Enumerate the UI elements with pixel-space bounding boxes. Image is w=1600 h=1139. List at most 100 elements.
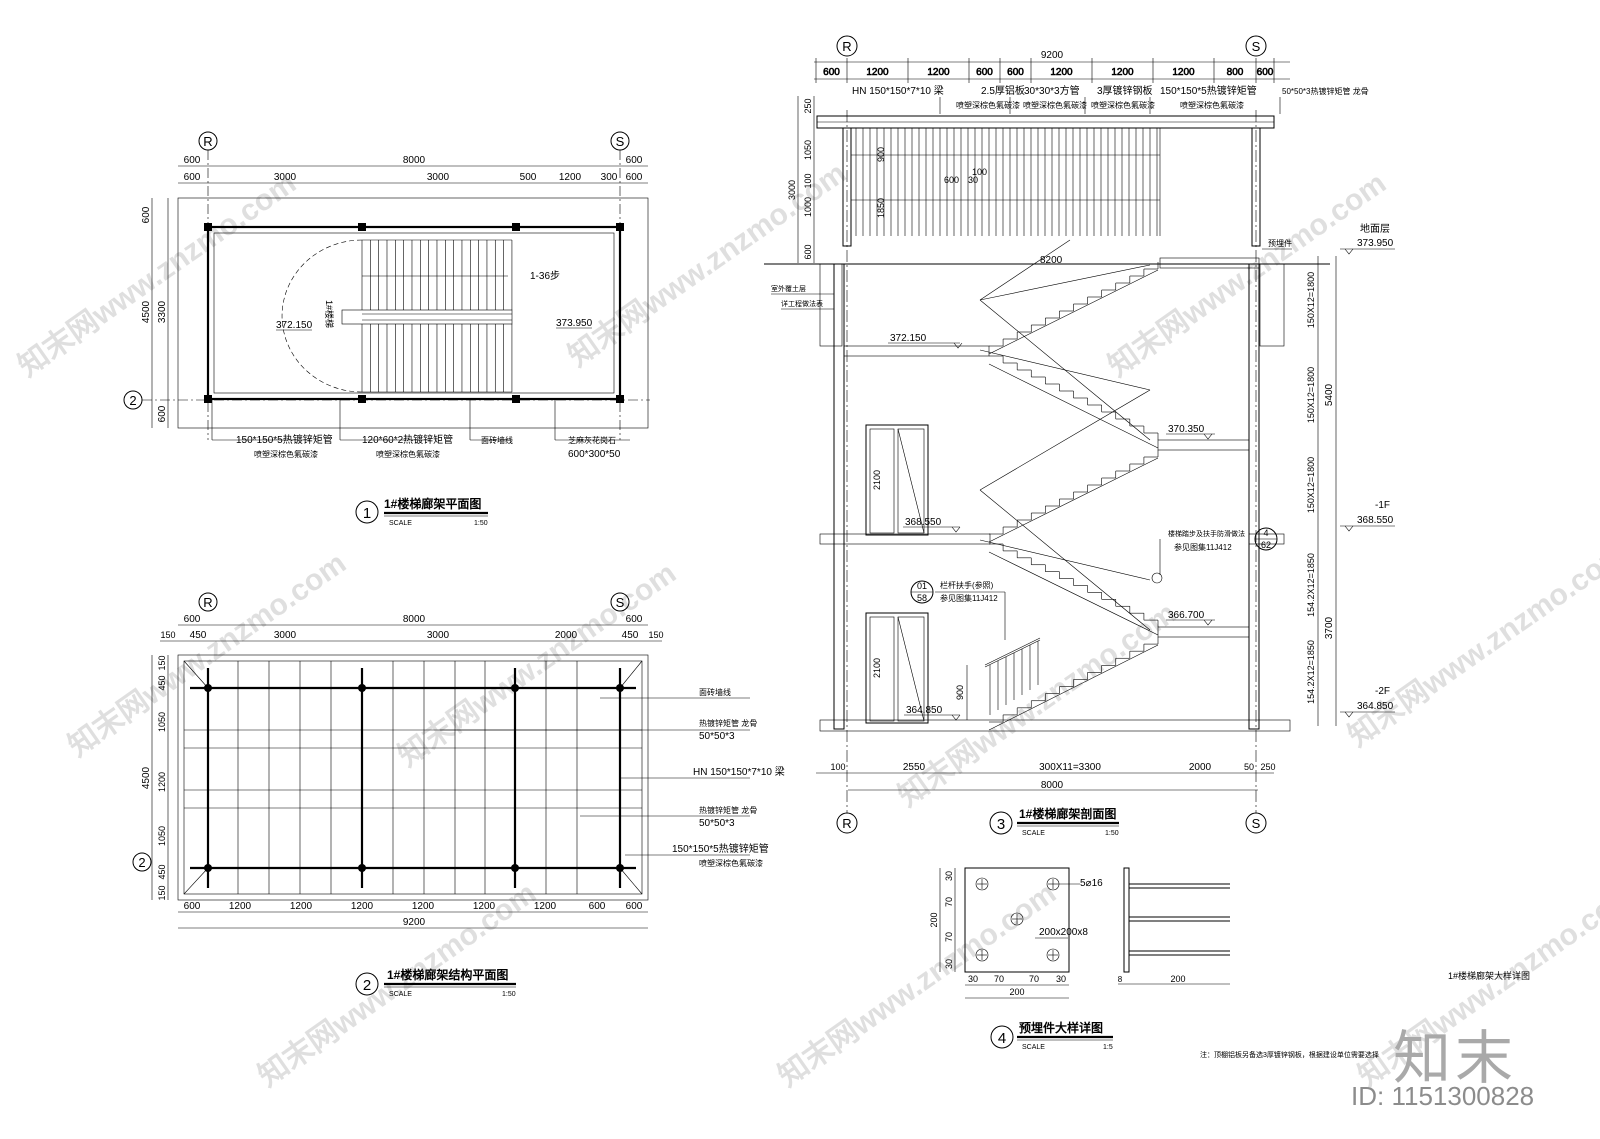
callout-text: 30*30*3方管 <box>1024 84 1080 97</box>
callout-text: 150*150*5热镀锌矩管 <box>672 842 769 855</box>
brand-logo: 知末 <box>1393 1024 1518 1092</box>
soil-note: 详工程做法表 <box>781 299 823 308</box>
dim-text: 300X11=3300 <box>1039 762 1101 773</box>
grid-bubble-s: S <box>1252 39 1261 54</box>
dim-text: 900 <box>876 147 886 162</box>
dim-text: 1200 <box>157 772 167 792</box>
dim-text: 100 <box>803 173 813 188</box>
dim-text: 2550 <box>903 762 926 773</box>
dim-text: 600 <box>184 172 201 183</box>
dim-text: 1200 <box>290 901 313 912</box>
dim-text: 500 <box>520 172 537 183</box>
dim-text: 600 <box>184 155 201 166</box>
dim-text: 3300 <box>157 300 168 323</box>
dim-text: 3000 <box>427 630 450 641</box>
drawing-number: 3 <box>997 816 1005 833</box>
drawing-title: 1#楼梯廊架剖面图 <box>1019 806 1116 821</box>
dim-text: 154.2X12=1850 <box>1306 640 1316 704</box>
dim-text: 50 <box>1244 762 1254 772</box>
image-id: ID: 1151300828 <box>1351 1081 1535 1111</box>
detail-ref: 01 <box>917 581 927 591</box>
bolt-label: 5⌀16 <box>1080 878 1103 889</box>
level-name: -2F <box>1375 686 1390 697</box>
drawing-number: 4 <box>998 1030 1006 1047</box>
dim-text: 2000 <box>555 630 578 641</box>
level-label: 372.150 <box>890 333 927 344</box>
callout-text: HN 150*150*7*10 梁 <box>693 765 785 778</box>
dim-text: 1000 <box>803 197 813 217</box>
callout-text: 50*50*3 <box>699 731 735 742</box>
dim-text: 1050 <box>803 140 813 160</box>
dim-text: 600 <box>184 901 201 912</box>
dim-text: 100 <box>972 167 987 177</box>
callout-text: 喷塑深棕色氟碳漆 <box>1091 100 1155 110</box>
callout-text: 参见图集11J412 <box>940 593 998 603</box>
callout-text: 喷塑深棕色氟碳漆 <box>699 858 763 868</box>
dim-text: 1200 <box>559 172 582 183</box>
detail-ref: 58 <box>917 593 927 603</box>
dim-text: 600 <box>626 614 643 625</box>
scale-value: 1:50 <box>502 991 516 998</box>
dim-text: 100 <box>830 762 845 772</box>
dim-text: 8000 <box>1041 780 1064 791</box>
dim-text: 1200 <box>473 901 496 912</box>
callout-text: 50*50*3 <box>699 818 735 829</box>
level-label: 372.150 <box>276 320 313 331</box>
level-label: 368.550 <box>1357 515 1394 526</box>
dim-text: 30 <box>1056 974 1066 984</box>
grid-bubble-2: 2 <box>138 855 145 870</box>
callout-text: 喷塑深棕色氟碳漆 <box>254 449 318 459</box>
callout-text: 600*300*50 <box>568 449 621 460</box>
dim-text: 900 <box>955 685 965 700</box>
dim-text: 600 <box>157 405 168 422</box>
dim-text: 4500 <box>141 300 152 323</box>
dim-text: 2000 <box>1189 762 1212 773</box>
general-note: 注：顶棚铝板另备选3厚镀锌钢板，根据建设单位需要选择 <box>1200 1050 1379 1059</box>
callout-text: 50*50*3热镀锌矩管 龙骨 <box>1282 86 1369 96</box>
dim-text: 1200 <box>412 901 435 912</box>
dim-text: 1050 <box>157 712 167 732</box>
scale-label: SCALE <box>389 991 412 998</box>
dim-text: 600 <box>141 206 152 223</box>
dim-text: 70 <box>994 974 1004 984</box>
callout-text: 喷塑深棕色氟碳漆 <box>1180 100 1244 110</box>
dim-text: 200 <box>1009 987 1024 997</box>
embed-plate-detail: 5⌀16 200x200x8 30 70 70 30 200 30 70 70 … <box>929 867 1230 1051</box>
callout-text: 面砖墙线 <box>699 687 731 697</box>
stair-note: 1#楼梯 <box>324 300 335 328</box>
callout-text: 150*150*5热镀锌矩管 <box>236 433 333 446</box>
drawing-title: 1#楼梯廊架结构平面图 <box>387 967 508 982</box>
dim-text: 600 <box>1257 67 1274 78</box>
level-label: 366.700 <box>1168 610 1205 621</box>
level-label: 373.950 <box>1357 238 1394 249</box>
grid-bubble-2: 2 <box>129 393 136 408</box>
dim-text: 1200 <box>534 901 557 912</box>
dim-text: 8000 <box>403 614 426 625</box>
dim-text: 8000 <box>403 155 426 166</box>
detail-ref: 62 <box>1261 540 1271 550</box>
callout-text: 参见图集11J412 <box>1174 542 1232 552</box>
dim-text: 450 <box>157 675 167 690</box>
grid-bubble-r: R <box>203 595 212 610</box>
dim-text: 200 <box>929 912 939 927</box>
dim-text: 1850 <box>876 198 886 218</box>
dim-text: 450 <box>622 630 639 641</box>
dim-text: 150 <box>648 630 663 640</box>
dim-text: 1200 <box>229 901 252 912</box>
railing <box>984 637 1041 715</box>
structure-plan: R S 2 600 8000 600 150 450 3000 3000 200… <box>132 592 785 998</box>
dim-text: 250 <box>1260 762 1275 772</box>
scale-value: 1:50 <box>474 520 488 527</box>
dim-text: 70 <box>944 897 954 907</box>
scale-value: 1:5 <box>1103 1044 1113 1051</box>
dim-text: 600 <box>589 901 606 912</box>
scale-value: 1:50 <box>1105 830 1119 837</box>
dim-text: 1200 <box>1111 67 1134 78</box>
callout-text: 3厚镀锌钢板 <box>1097 84 1153 97</box>
level-label: 368.550 <box>905 517 942 528</box>
level-label: 370.350 <box>1168 424 1205 435</box>
dim-text: 154.2X12=1850 <box>1306 553 1316 617</box>
grid-bubble-r: R <box>203 134 212 149</box>
dim-text: 600 <box>803 244 813 259</box>
scale-label: SCALE <box>1022 1044 1045 1051</box>
